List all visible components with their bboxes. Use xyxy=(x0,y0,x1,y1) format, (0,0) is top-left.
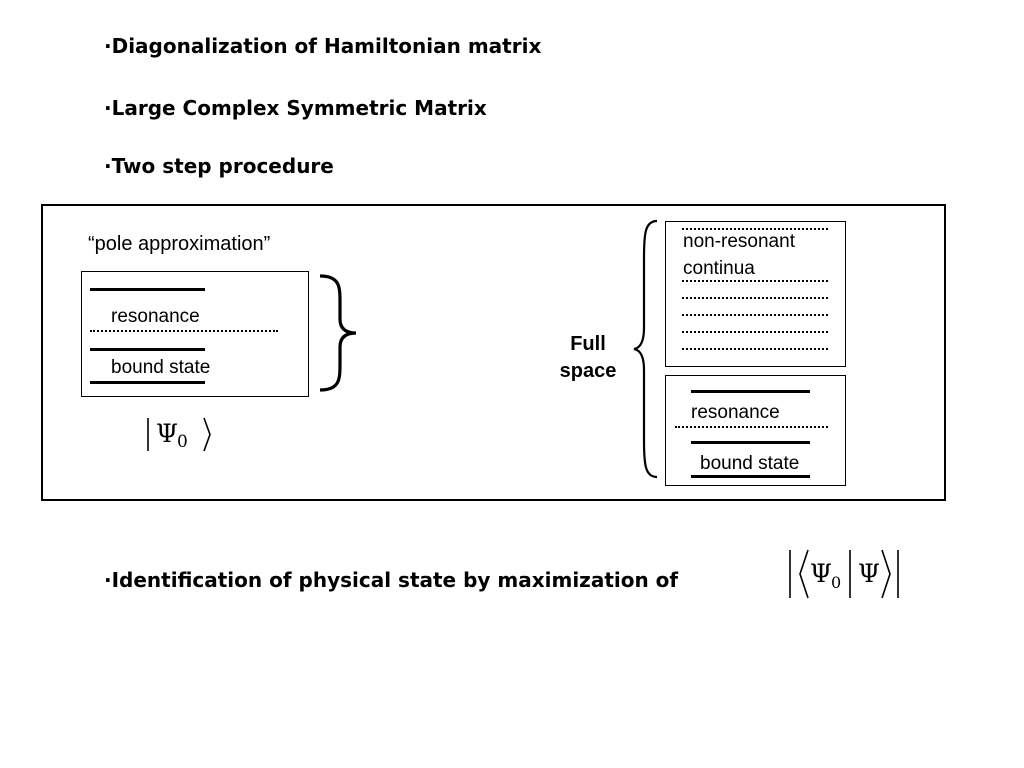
full-space-label-line1: Full xyxy=(570,333,606,355)
resonance-level-dotted xyxy=(90,330,278,332)
psi-symbol: Ψ xyxy=(156,419,178,448)
non-resonant-label: non-resonant xyxy=(683,231,795,252)
level-line-middle xyxy=(90,348,205,351)
left-brace-icon xyxy=(633,219,658,479)
psi-subscript: 0 xyxy=(177,432,188,452)
continua-label: continua xyxy=(683,258,755,279)
bullet-diagonalization: ·Diagonalization of Hamiltonian matrix xyxy=(104,34,542,58)
continua-box xyxy=(665,221,846,367)
pole-approximation-label: “pole approximation” xyxy=(88,233,271,255)
pole-approximation-box xyxy=(81,271,309,397)
overlap-expression: Ψ 0 Ψ xyxy=(784,548,904,600)
overlap-psi0-symbol: Ψ xyxy=(810,559,832,588)
bound-state-level-line xyxy=(90,381,205,384)
full-space-states-box xyxy=(665,375,846,486)
bullet-two-step: ·Two step procedure xyxy=(104,154,334,178)
right-brace-icon xyxy=(319,274,357,392)
bound-state-label: bound state xyxy=(111,357,211,378)
continuum-level-3 xyxy=(682,297,828,299)
full-bound-state-level-line xyxy=(691,475,810,478)
continuum-level-1 xyxy=(682,228,828,230)
continuum-level-4 xyxy=(682,314,828,316)
full-level-line-upper xyxy=(691,390,810,393)
resonance-label: resonance xyxy=(111,306,200,327)
bullet-identification: ·Identification of physical state by max… xyxy=(104,568,679,592)
full-bound-state-label: bound state xyxy=(700,453,800,474)
ket-delimiters-icon xyxy=(147,417,211,452)
continuum-level-6 xyxy=(682,348,828,350)
full-resonance-level-dotted xyxy=(675,426,828,428)
full-level-line-middle xyxy=(691,441,810,444)
level-line-upper xyxy=(90,288,205,291)
full-resonance-label: resonance xyxy=(691,402,780,423)
full-space-label-line2: space xyxy=(559,360,617,382)
overlap-delimiters-icon xyxy=(789,549,899,599)
overlap-psi0-subscript: 0 xyxy=(831,573,842,592)
bullet-large-complex-matrix: ·Large Complex Symmetric Matrix xyxy=(104,96,487,120)
diagram-frame xyxy=(41,204,946,501)
continuum-level-5 xyxy=(682,331,828,333)
continuum-level-2 xyxy=(682,280,828,282)
overlap-psi-symbol: Ψ xyxy=(858,559,880,588)
psi0-ket: Ψ 0 xyxy=(144,416,214,456)
